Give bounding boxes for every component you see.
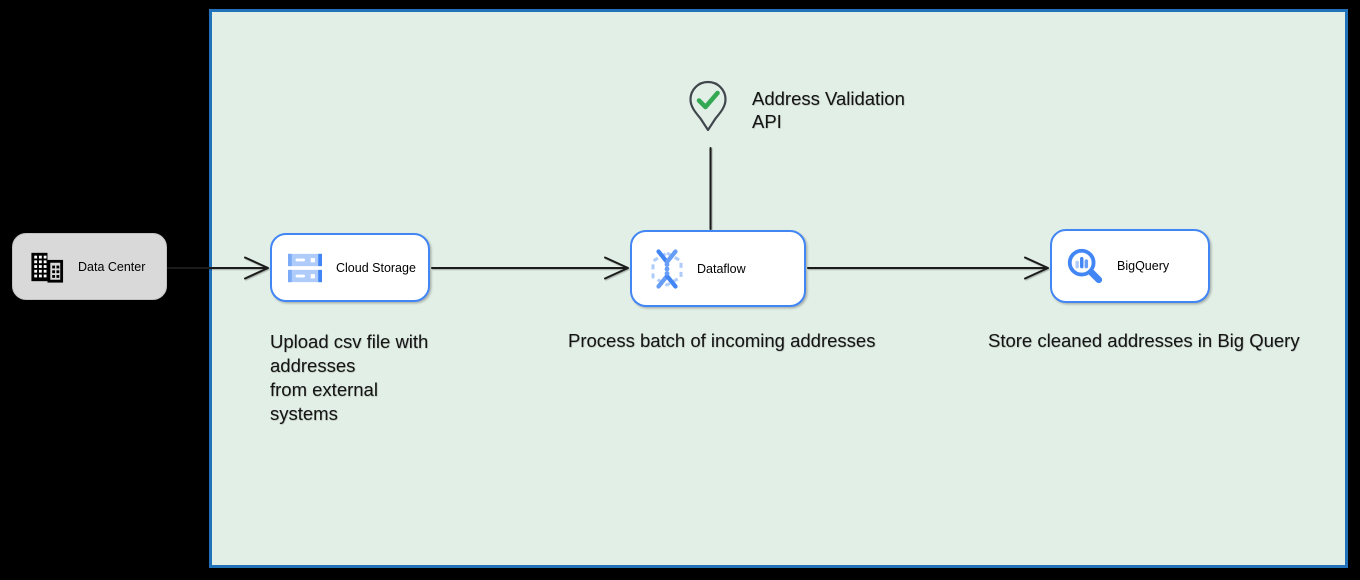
building-icon xyxy=(31,252,64,283)
bigquery-icon xyxy=(1067,248,1103,284)
address-validation-pin-icon xyxy=(689,80,727,132)
checkmark-icon xyxy=(696,90,720,110)
node-dataflow[interactable]: Dataflow xyxy=(630,230,806,307)
caption-address-validation-api: Address Validation API xyxy=(752,88,905,132)
cloud-storage-icon xyxy=(288,253,322,282)
caption-upload-csv: Upload csv file with addresses from exte… xyxy=(270,331,429,424)
node-cloud-storage[interactable]: Cloud Storage xyxy=(270,233,430,302)
node-label-data-center: Data Center xyxy=(78,259,146,274)
caption-store-cleaned: Store cleaned addresses in Big Query xyxy=(988,330,1300,351)
caption-process-batch: Process batch of incoming addresses xyxy=(568,330,876,351)
node-label-dataflow: Dataflow xyxy=(697,261,746,276)
dataflow-icon xyxy=(651,248,683,289)
node-label-cloud-storage: Cloud Storage xyxy=(336,260,416,275)
node-bigquery[interactable]: BigQuery xyxy=(1050,229,1210,303)
node-label-bigquery: BigQuery xyxy=(1117,259,1170,273)
node-data-center[interactable]: Data Center xyxy=(12,233,167,300)
